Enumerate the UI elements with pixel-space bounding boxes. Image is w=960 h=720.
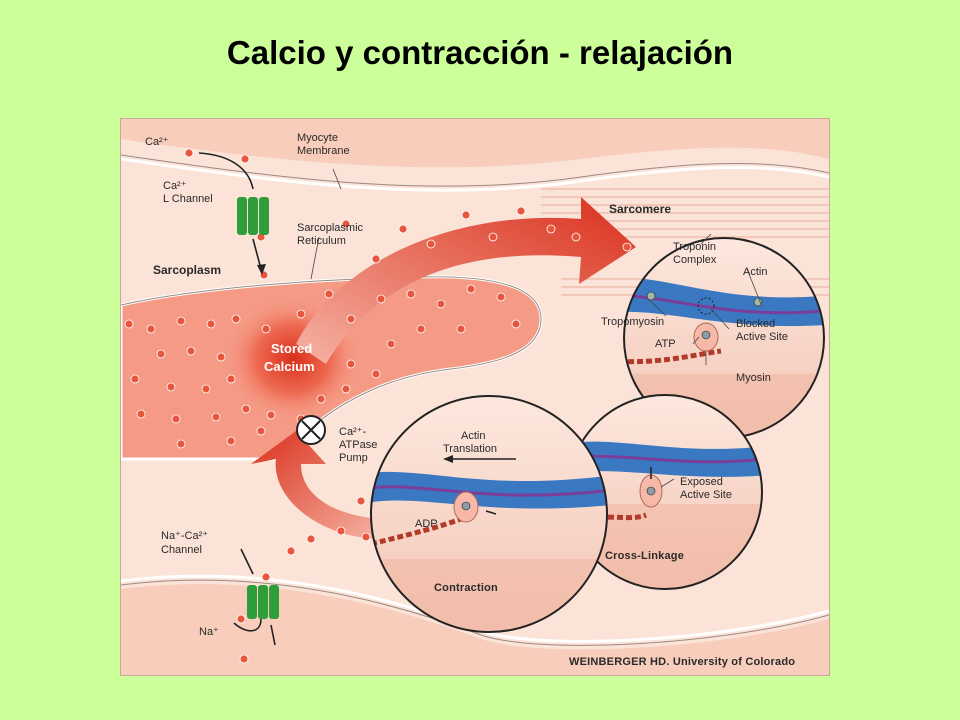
atpase-pump-icon xyxy=(296,415,326,445)
atpase-pump-label-2: ATPase xyxy=(339,439,377,451)
ca-l-channel-label: Ca²⁺ xyxy=(163,180,187,192)
cross-linkage-label: Cross-Linkage xyxy=(605,550,684,562)
troponin-complex-label-2: Complex xyxy=(673,254,717,266)
atp-label: ATP xyxy=(655,338,676,350)
sarcomere-detail-circle xyxy=(623,237,825,439)
contraction-label: Contraction xyxy=(434,582,498,594)
myocyte-membrane-label-2: Membrane xyxy=(297,145,350,157)
exposed-active-site-label-2: Active Site xyxy=(680,489,732,501)
tropomyosin-label: Tropomyosin xyxy=(601,316,664,328)
sarcoplasmic-reticulum-label: Sarcoplasmic xyxy=(297,222,364,234)
calcium-reuptake-arrow xyxy=(251,431,383,539)
myocyte-membrane-top xyxy=(121,119,829,192)
myosin-label: Myosin xyxy=(736,372,771,384)
calcium-cycle-diagram: Ca²⁺ Ca²⁺ L Channel Myocyte Membrane Sar… xyxy=(120,118,830,676)
slide-title: Calcio y contracción - relajación xyxy=(226,34,734,71)
ca-l-channel xyxy=(198,152,269,275)
leader-lines xyxy=(310,168,762,488)
calcium-release-arrow xyxy=(296,197,636,364)
blocked-active-site-label-2: Active Site xyxy=(736,331,788,343)
na-ca-channel-label-2: Channel xyxy=(161,544,202,556)
na-ca-channel xyxy=(233,548,279,646)
troponin-complex-label: Troponin xyxy=(673,241,716,253)
ca-l-channel-label-2: L Channel xyxy=(163,193,213,205)
actin-translation-label-2: Translation xyxy=(443,443,497,455)
atpase-pump-label: Ca²⁺- xyxy=(339,426,367,438)
sarcomere-label: Sarcomere xyxy=(609,202,671,216)
sarcoplasm-label: Sarcoplasm xyxy=(153,263,221,277)
actin-translation-label: Actin xyxy=(461,430,485,442)
myocyte-membrane-label: Myocyte xyxy=(297,132,338,144)
na-ca-channel-label: Na⁺-Ca²⁺ xyxy=(161,530,208,542)
atpase-pump-label-3: Pump xyxy=(339,452,368,464)
stored-calcium-label-2: Calcium xyxy=(264,359,315,374)
ca-top-label: Ca²⁺ xyxy=(145,136,169,148)
credit-text: WEINBERGER HD. University of Colorado xyxy=(569,656,795,668)
blocked-active-site-label: Blocked xyxy=(736,318,775,330)
sarcoplasmic-reticulum xyxy=(121,275,543,461)
sarcoplasmic-reticulum-label-2: Reticulum xyxy=(297,235,346,247)
adp-label: ADP xyxy=(415,518,438,530)
actin-label: Actin xyxy=(743,266,767,278)
exposed-active-site-label: Exposed xyxy=(680,476,723,488)
stored-calcium-label: Stored xyxy=(271,341,312,356)
na-label: Na⁺ xyxy=(199,626,219,638)
